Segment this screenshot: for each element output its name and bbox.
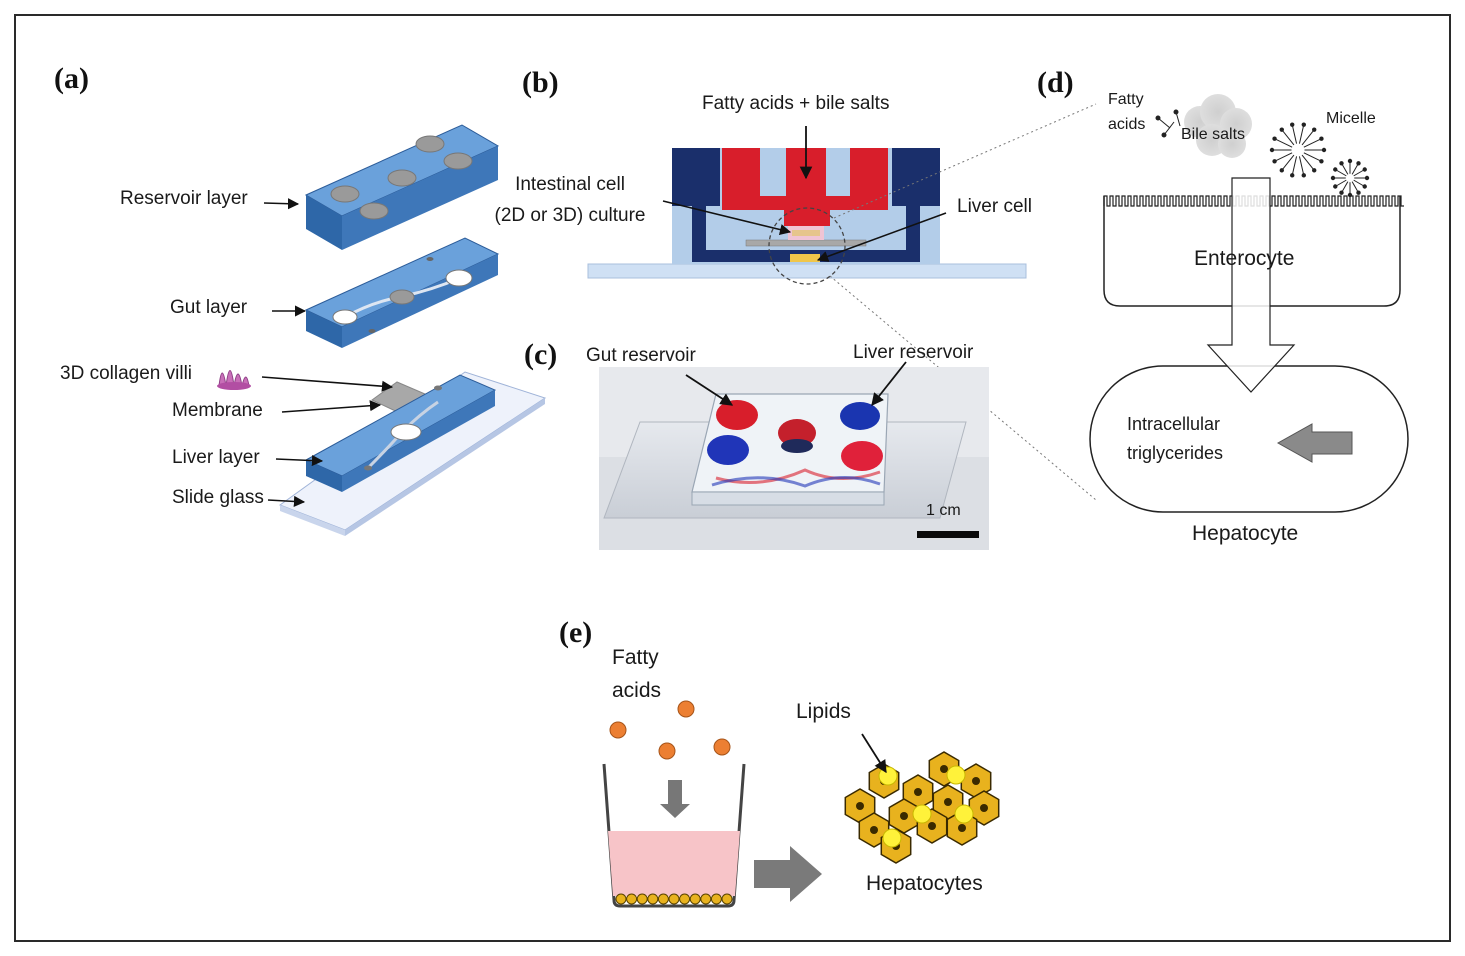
culture-well [602,763,746,908]
triglyceride-arrow [1276,423,1353,463]
label-d-fatty: Fatty [1108,91,1144,108]
fatty-acid-molecules [1155,109,1181,138]
cell-monolayer [615,893,733,905]
label-liver-layer: Liver layer [172,447,260,468]
label-e-acids: acids [612,679,662,702]
medium [608,831,740,896]
figure-frame [14,14,1451,942]
label-bile-salts: Bile salts [1181,126,1246,143]
label-reservoir-layer: Reservoir layer [120,188,248,209]
label-intestinal-cell-1: Intestinal cell [515,174,625,195]
label-intracellular: Intracellular [1127,414,1221,434]
label-collagen-villi: 3D collagen villi [60,363,193,384]
panel-e-uptake [602,700,1000,908]
panel-c-label: (c) [524,338,558,371]
label-membrane: Membrane [172,400,263,421]
glass-slide-b [587,263,1027,279]
micelle-large [1269,122,1327,178]
panel-d-schematic [1089,94,1409,513]
label-intestinal-cell-2: (2D or 3D) culture [494,205,646,226]
label-liver-cell: Liver cell [957,196,1032,217]
label-gut-reservoir: Gut reservoir [586,345,696,366]
panel-e-label: (e) [559,616,593,649]
label-d-acids: acids [1108,116,1146,133]
label-micelle: Micelle [1326,110,1376,127]
label-lipids: Lipids [796,700,851,723]
down-arrow [660,780,690,818]
label-hepatocyte: Hepatocyte [1192,522,1299,545]
panel-a-device [217,124,547,536]
panel-a-arrows [261,198,394,508]
panel-c-photo [599,361,989,550]
label-gut-layer: Gut layer [170,297,248,318]
label-triglycerides: triglycerides [1127,443,1224,463]
right-arrow [754,846,822,902]
label-enterocyte: Enterocyte [1194,247,1295,270]
collagen-villi-icon [217,370,251,390]
label-hepatocytes: Hepatocytes [866,872,983,895]
label-scale-bar: 1 cm [926,502,961,519]
reservoir-layer-shape [304,124,500,250]
panel-b-label: (b) [522,66,559,99]
label-liver-reservoir: Liver reservoir [853,342,974,363]
label-slide-glass: Slide glass [172,487,264,508]
panel-b-cross-section [587,103,1097,501]
label-e-fatty: Fatty [612,646,659,669]
bile-salts-cloud [1184,94,1252,158]
hepatocyte-cluster [844,751,1000,864]
transport-arrow [1206,177,1296,393]
panel-a-label: (a) [54,62,89,95]
fatty-acid-dots [609,700,731,760]
liver-layer-shape [304,374,497,492]
panel-d-label: (d) [1037,66,1074,99]
label-fatty-acids-bile-salts: Fatty acids + bile salts [702,93,890,114]
scale-bar [917,531,979,538]
photo-wells [707,400,883,488]
micelle-small [1330,158,1370,198]
gut-layer-shape [304,237,500,348]
